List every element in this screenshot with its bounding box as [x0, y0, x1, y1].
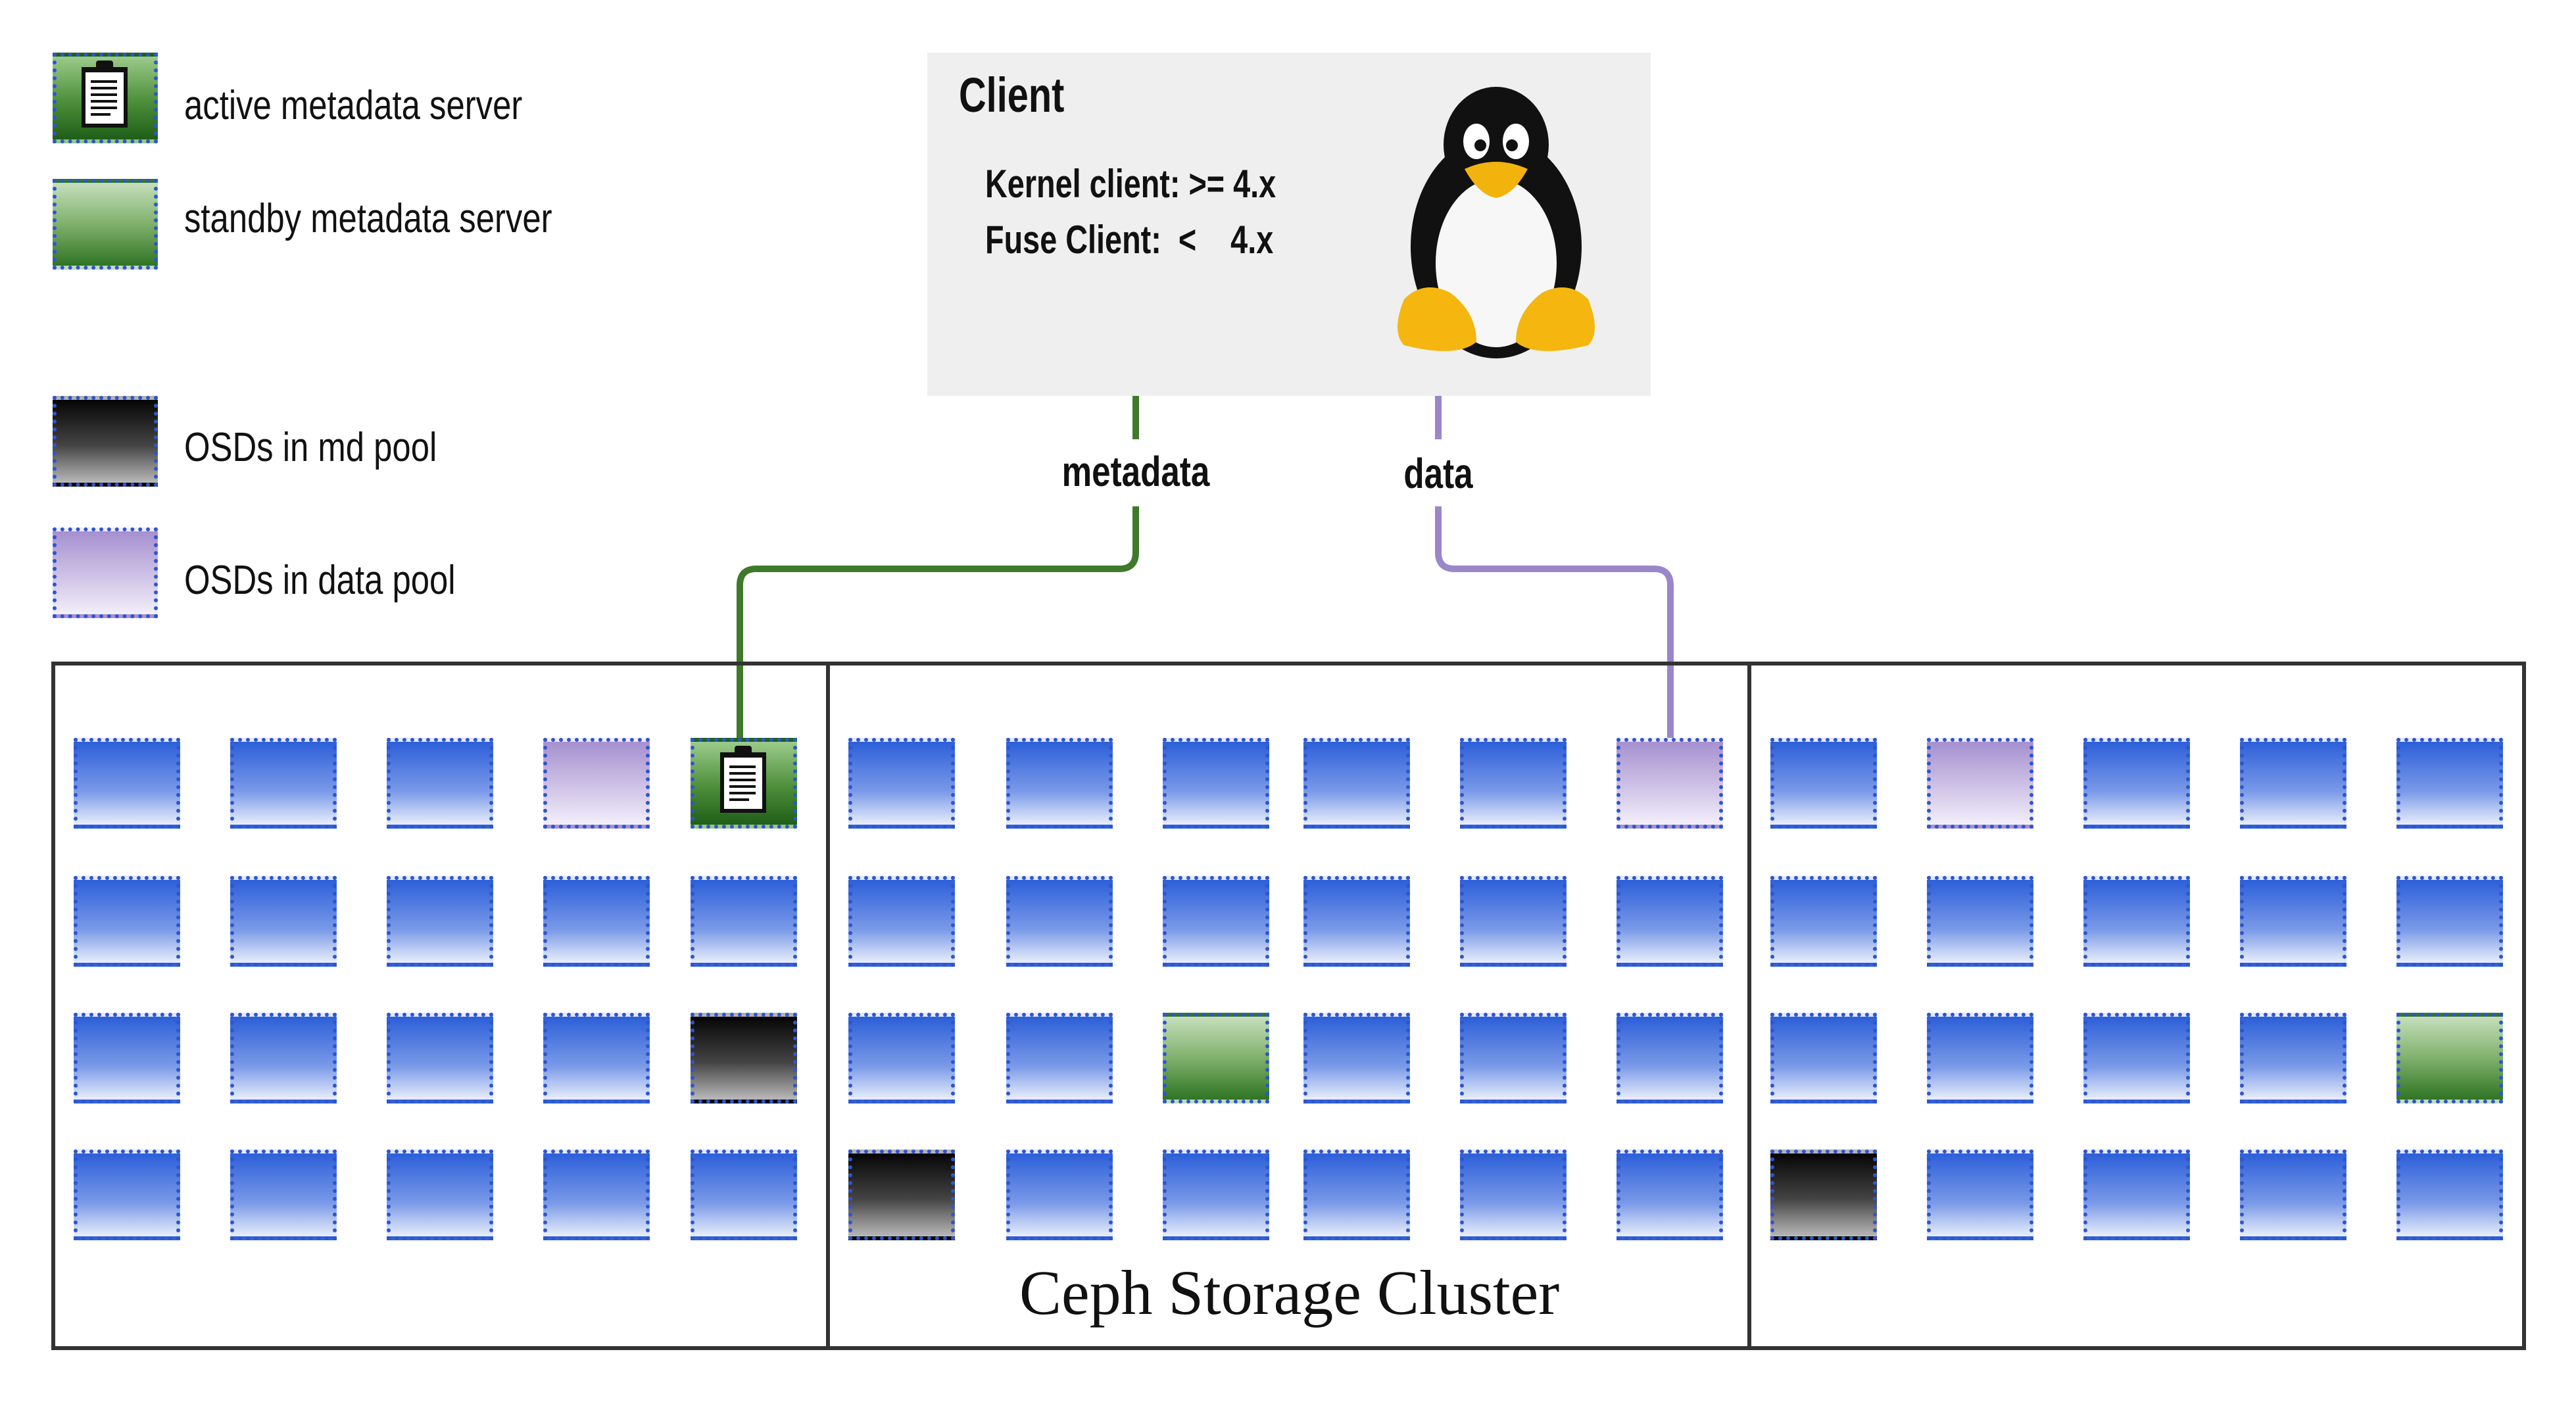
- osd-tile: [2240, 1013, 2346, 1103]
- server-2: [826, 662, 1751, 1350]
- osd-tile: [1927, 1013, 2033, 1103]
- osd-tile: [2083, 1150, 2190, 1240]
- osd-tile: [1163, 1150, 1269, 1240]
- osd-tile: [2240, 738, 2346, 829]
- osd-tile: [543, 1150, 650, 1240]
- osd-tile: [848, 1013, 955, 1103]
- osd-tile: [230, 1013, 337, 1103]
- data-line-lower: [1435, 506, 1674, 742]
- legend-label-active-mds: active metadata server: [184, 83, 523, 128]
- osd-tile: [1303, 1013, 1410, 1103]
- osd-tile: [387, 738, 493, 829]
- osd-tile: [230, 876, 337, 967]
- osd-tile: [1460, 1150, 1567, 1240]
- client-box: Client Kernel client: >= 4.x Fuse Client…: [927, 53, 1651, 396]
- osd-tile: [691, 1150, 797, 1240]
- osd-md-pool-tile: [691, 1013, 797, 1103]
- osd-tile: [691, 876, 797, 967]
- metadata-label: metadata: [1061, 448, 1210, 495]
- data-label: data: [1403, 450, 1473, 497]
- server-3: [1747, 662, 2526, 1350]
- legend-swatch-active-mds: [53, 53, 158, 143]
- client-kernel-line: Kernel client: >= 4.x: [985, 162, 1276, 206]
- osd-tile: [2396, 1150, 2503, 1240]
- osd-tile: [1770, 738, 1877, 829]
- tux-penguin-icon: [1397, 87, 1595, 358]
- standby-mds-tile: [1163, 1013, 1269, 1103]
- clipboard-icon: [82, 61, 128, 128]
- osd-tile: [543, 1013, 650, 1103]
- osd-tile: [2396, 738, 2503, 829]
- osd-tile: [1163, 738, 1269, 829]
- osd-tile: [1460, 1013, 1567, 1103]
- osd-tile: [1460, 876, 1567, 967]
- osd-data-pool-tile: [1616, 738, 1723, 829]
- osd-tile: [848, 876, 955, 967]
- osd-data-pool-tile: [543, 738, 650, 829]
- osd-tile: [74, 876, 180, 967]
- active-mds-tile: [691, 738, 797, 829]
- osd-tile: [1770, 876, 1877, 967]
- osd-tile: [387, 1013, 493, 1103]
- legend-label-standby-mds: standby metadata server: [184, 196, 552, 241]
- osd-tile: [1616, 1150, 1723, 1240]
- osd-tile: [1303, 876, 1410, 967]
- osd-tile: [1303, 738, 1410, 829]
- osd-tile: [74, 1013, 180, 1103]
- osd-tile: [2240, 876, 2346, 967]
- osd-tile: [1460, 738, 1567, 829]
- osd-tile: [74, 738, 180, 829]
- osd-tile: [1006, 876, 1113, 967]
- cluster-caption: Ceph Storage Cluster: [1019, 1257, 1560, 1328]
- client-fuse-line: Fuse Client: < 4.x: [985, 218, 1274, 262]
- clipboard-icon: [720, 746, 766, 813]
- osd-tile: [74, 1150, 180, 1240]
- osd-tile: [387, 1150, 493, 1240]
- osd-tile: [1006, 738, 1113, 829]
- osd-tile: [1770, 1013, 1877, 1103]
- osd-tile: [848, 738, 955, 829]
- legend-swatch-md-pool: [53, 396, 158, 487]
- osd-tile: [2396, 876, 2503, 967]
- osd-tile: [1006, 1013, 1113, 1103]
- standby-mds-tile: [2396, 1013, 2503, 1103]
- osd-tile: [1927, 876, 2033, 967]
- osd-tile: [1303, 1150, 1410, 1240]
- osd-tile: [2240, 1150, 2346, 1240]
- osd-tile: [543, 876, 650, 967]
- metadata-line-lower: [737, 506, 1139, 742]
- legend-label-md-pool: OSDs in md pool: [184, 425, 437, 470]
- legend-swatch-data-pool: [53, 527, 158, 618]
- client-title: Client: [959, 68, 1065, 122]
- osd-md-pool-tile: [848, 1150, 955, 1240]
- osd-tile: [1927, 1150, 2033, 1240]
- osd-tile: [2083, 1013, 2190, 1103]
- osd-tile: [1616, 1013, 1723, 1103]
- osd-tile: [1006, 1150, 1113, 1240]
- osd-tile: [2083, 738, 2190, 829]
- osd-tile: [387, 876, 493, 967]
- legend-swatch-standby-mds: [53, 179, 158, 270]
- osd-tile: [230, 1150, 337, 1240]
- osd-data-pool-tile: [1927, 738, 2033, 829]
- osd-tile: [230, 738, 337, 829]
- osd-md-pool-tile: [1770, 1150, 1877, 1240]
- legend-label-data-pool: OSDs in data pool: [184, 558, 456, 603]
- osd-tile: [2083, 876, 2190, 967]
- osd-tile: [1616, 876, 1723, 967]
- osd-tile: [1163, 876, 1269, 967]
